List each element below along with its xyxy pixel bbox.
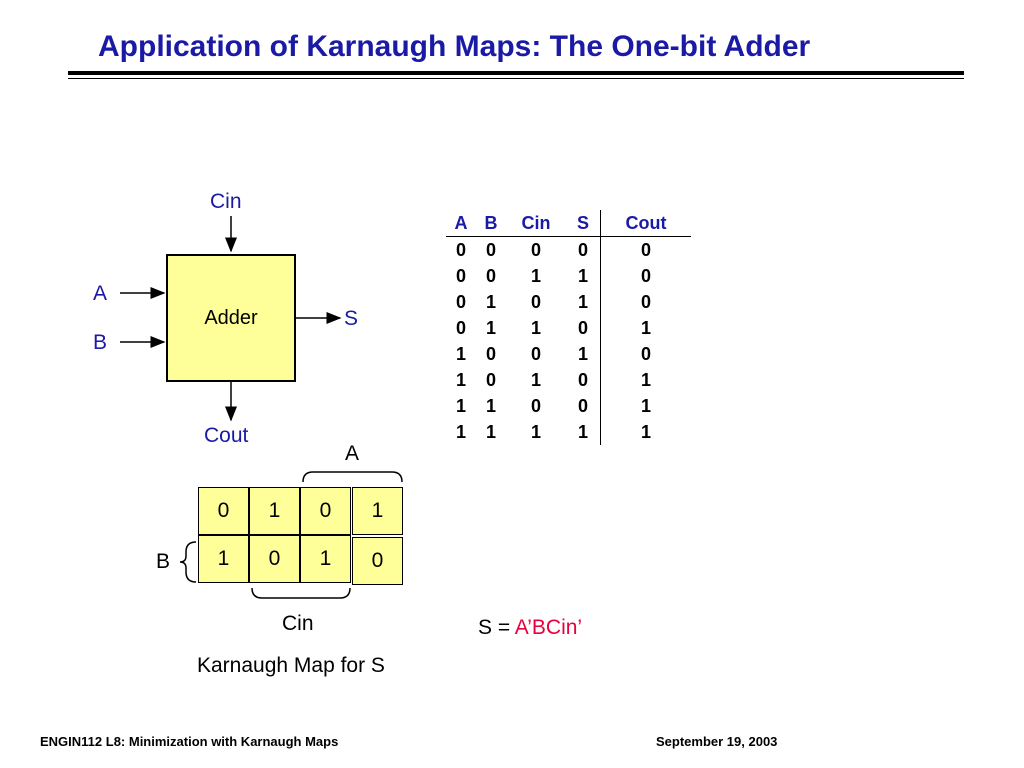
b-input-label: B <box>93 331 108 354</box>
truth-table-header-row: A B Cin S Cout <box>446 210 691 237</box>
kmap-b-label: B <box>156 550 171 573</box>
cell-cin: 1 <box>530 318 541 338</box>
cell-cout: 0 <box>640 266 651 286</box>
cin-column-bracket <box>251 587 351 599</box>
cell-s: 1 <box>566 289 601 315</box>
header-s: S <box>566 210 601 237</box>
kmap-cell: 0 <box>300 487 351 535</box>
kmap-cell: 1 <box>300 535 351 583</box>
slide-title: Application of Karnaugh Maps: The One-bi… <box>98 30 811 63</box>
truth-table-row: 0 1 1 0 1 <box>446 315 691 341</box>
header-cin: Cin <box>506 210 566 237</box>
cell-a: 0 <box>455 318 466 338</box>
cell-b: 1 <box>485 292 496 312</box>
cell-a: 0 <box>455 292 466 312</box>
truth-table-row: 1 1 1 1 1 <box>446 419 691 445</box>
cell-b: 1 <box>485 422 496 442</box>
kmap-caption: Karnaugh Map for S <box>197 654 385 677</box>
cell-cout: 0 <box>640 240 651 260</box>
footer-course: ENGIN112 L8: Minimization with Karnaugh … <box>40 734 339 749</box>
cell-s: 0 <box>566 315 601 341</box>
footer-date: September 19, 2003 <box>656 734 778 749</box>
truth-table-row: 0 1 0 1 0 <box>446 289 691 315</box>
kmap-cell: 0 <box>198 487 249 535</box>
header-a: A <box>446 210 476 237</box>
cell-s: 1 <box>566 263 601 289</box>
cell-b: 1 <box>485 318 496 338</box>
cell-cout: 1 <box>640 318 651 338</box>
truth-table-row: 1 0 1 0 1 <box>446 367 691 393</box>
cell-cin: 1 <box>530 370 541 390</box>
cell-s: 0 <box>566 393 601 419</box>
title-underline <box>68 71 964 75</box>
truth-table-row: 0 0 0 0 0 <box>446 236 691 263</box>
kmap-cin-label: Cin <box>282 612 314 635</box>
b-row-brace <box>179 541 197 583</box>
truth-table-row: 0 0 1 1 0 <box>446 263 691 289</box>
cell-cin: 0 <box>530 344 541 364</box>
truth-table: A B Cin S Cout 0 0 0 0 0 0 0 1 1 0 0 1 0… <box>446 210 691 445</box>
cell-cout: 1 <box>640 422 651 442</box>
sum-expression-lhs: S = <box>478 616 515 639</box>
cell-cin: 0 <box>530 292 541 312</box>
cell-b: 1 <box>485 396 496 416</box>
cell-cout: 1 <box>640 370 651 390</box>
kmap-a-label: A <box>345 442 360 465</box>
karnaugh-map: 0 1 0 1 1 0 1 0 <box>198 487 404 585</box>
cell-a: 1 <box>455 344 466 364</box>
adder-block-label: Adder <box>204 306 258 329</box>
a-column-bracket <box>302 471 403 483</box>
truth-table-row: 1 1 0 0 1 <box>446 393 691 419</box>
adder-block: Adder <box>166 254 296 382</box>
title-underline-thin <box>68 78 964 79</box>
cell-cin: 0 <box>530 240 541 260</box>
cell-cout: 1 <box>640 396 651 416</box>
truth-table-row: 1 0 0 1 0 <box>446 341 691 367</box>
cell-s: 0 <box>566 367 601 393</box>
sum-expression: S = A’BCin’ <box>478 616 582 640</box>
cell-cin: 1 <box>530 422 541 442</box>
cell-s: 1 <box>566 341 601 367</box>
cell-s: 0 <box>566 236 601 263</box>
kmap-cell: 0 <box>352 537 403 585</box>
header-b: B <box>476 210 506 237</box>
cell-a: 1 <box>455 422 466 442</box>
s-output-label: S <box>344 307 359 330</box>
sum-expression-rhs: A’BCin’ <box>514 616 583 639</box>
cell-cout: 0 <box>640 344 651 364</box>
header-cout: Cout <box>600 210 691 237</box>
cell-b: 0 <box>485 344 496 364</box>
cin-input-label: Cin <box>210 190 242 213</box>
cell-a: 1 <box>455 396 466 416</box>
a-input-label: A <box>93 282 108 305</box>
kmap-cell: 0 <box>249 535 300 583</box>
cell-a: 0 <box>455 240 466 260</box>
cell-a: 1 <box>455 370 466 390</box>
cell-cin: 1 <box>530 266 541 286</box>
cell-s: 1 <box>566 419 601 445</box>
cell-b: 0 <box>485 266 496 286</box>
cout-output-label: Cout <box>204 424 249 447</box>
kmap-cell: 1 <box>249 487 300 535</box>
cell-cout: 0 <box>640 292 651 312</box>
cell-b: 0 <box>485 370 496 390</box>
cell-a: 0 <box>455 266 466 286</box>
cell-cin: 0 <box>530 396 541 416</box>
kmap-cell: 1 <box>352 487 403 535</box>
cell-b: 0 <box>485 240 496 260</box>
kmap-cell: 1 <box>198 535 249 583</box>
